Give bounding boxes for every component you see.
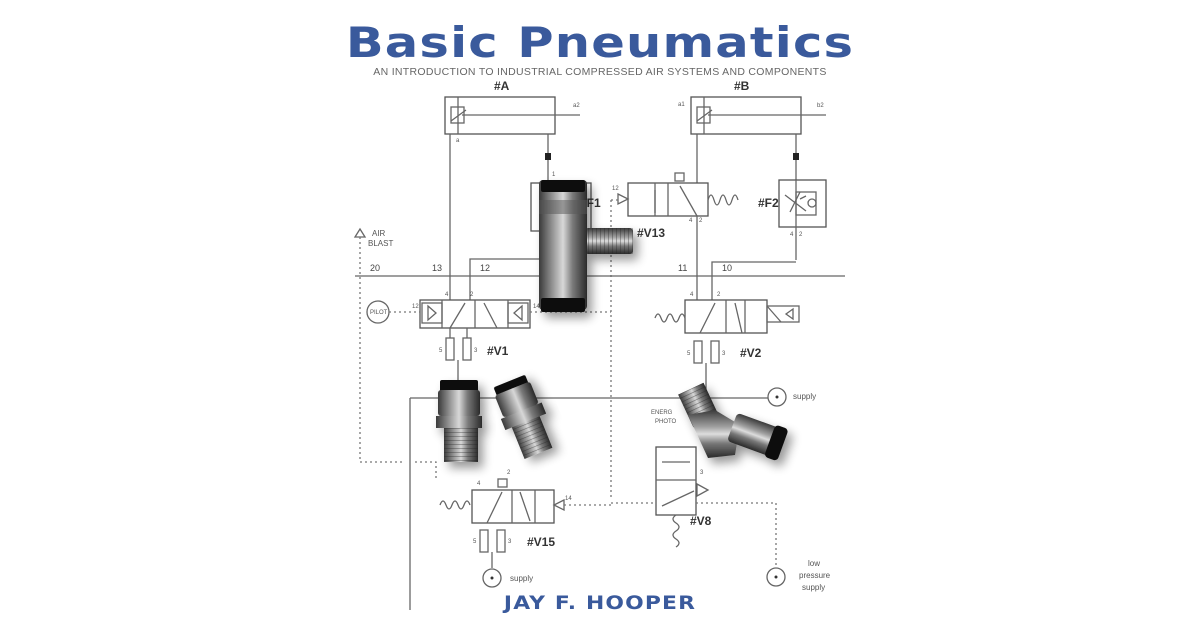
port-v15-14: 14 [565, 496, 572, 502]
port-v15-4: 4 [477, 481, 481, 487]
port-f2-4: 4 [790, 232, 794, 238]
port-v13-2: 2 [699, 218, 703, 224]
port-v1-5: 5 [439, 348, 443, 354]
low-pressure-label-3: supply [802, 583, 825, 592]
v2-label: #V2 [740, 346, 762, 360]
supply-label-bottom: supply [510, 574, 533, 583]
low-pressure-label-2: pressure [799, 571, 831, 580]
f2-label: #F2 [758, 196, 779, 210]
port-v13-4: 4 [689, 218, 693, 224]
flow-control-f2: #F2 4 2 [758, 179, 827, 260]
cylinder-a-label: #A [494, 79, 510, 93]
line-number-11: 11 [678, 263, 687, 273]
elbow-fitting-image [678, 382, 788, 461]
angled-fitting-image [494, 375, 553, 459]
tee-fitting-image [539, 180, 633, 312]
port-v2-5: 5 [687, 351, 691, 357]
port-v2-4: 4 [690, 292, 694, 298]
valve-v13: 12 4 2 #V13 [612, 172, 739, 240]
energ-label: ENERG [651, 410, 673, 416]
valve-v1: 4 2 12 14 PILOT 5 3 #V1 [366, 292, 611, 398]
port-v13-12: 12 [612, 186, 619, 192]
v15-label: #V15 [527, 535, 555, 549]
cylinder-b-label: #B [734, 79, 750, 93]
port-a2-label: a2 [573, 103, 580, 109]
valve-v8: ENERG PHOTO 3 #V8 [611, 410, 777, 567]
v8-label: #V8 [690, 514, 712, 528]
port-v2-3: 3 [722, 351, 726, 357]
low-pressure-label-1: low [808, 559, 820, 568]
line-number-20: 20 [370, 263, 380, 273]
port-v8-3: 3 [700, 470, 704, 476]
line-number-12: 12 [480, 263, 490, 273]
straight-fitting-image [436, 380, 482, 462]
v1-label: #V1 [487, 344, 509, 358]
book-author: JAY F. HOOPER [503, 592, 697, 614]
port-v15-5: 5 [473, 539, 477, 545]
valve-v2: 4 2 5 3 #V2 [654, 292, 800, 398]
port-v1-2: 2 [470, 292, 474, 298]
port-a1-label: a1 [678, 102, 685, 108]
line-number-13: 13 [432, 263, 442, 273]
port-v15-2: 2 [507, 470, 511, 476]
supply-label-right: supply [793, 392, 816, 401]
cylinder-b: #B a1 b2 [678, 79, 826, 135]
low-pressure-supply: low pressure supply [766, 559, 831, 592]
port-v1-3: 3 [474, 348, 478, 354]
cylinder-a: #A a2 a [444, 79, 580, 144]
port-v15-3: 3 [508, 539, 512, 545]
port-b2-label: b2 [817, 103, 824, 109]
air-blast-label-2: BLAST [368, 239, 393, 248]
v13-label: #V13 [637, 226, 665, 240]
book-subtitle: AN INTRODUCTION TO INDUSTRIAL COMPRESSED… [373, 66, 827, 78]
air-blast-label-1: AIR [372, 229, 386, 238]
photo-label: PHOTO [655, 419, 677, 425]
port-v2-2: 2 [717, 292, 721, 298]
valve-v15: 4 2 14 5 3 #V15 supply [439, 470, 611, 588]
line-number-10: 10 [722, 263, 732, 273]
port-v1-12: 12 [412, 304, 419, 310]
port-1-label: 1 [552, 172, 556, 178]
port-a-label: a [456, 138, 460, 144]
port-v1-4: 4 [445, 292, 449, 298]
port-v1-14: 14 [533, 304, 540, 310]
pilot-label: PILOT [370, 310, 388, 316]
port-f2-2: 2 [799, 232, 803, 238]
book-title: Basic Pneumatics [345, 18, 855, 67]
air-blast-exhaust: AIR BLAST [353, 227, 393, 462]
